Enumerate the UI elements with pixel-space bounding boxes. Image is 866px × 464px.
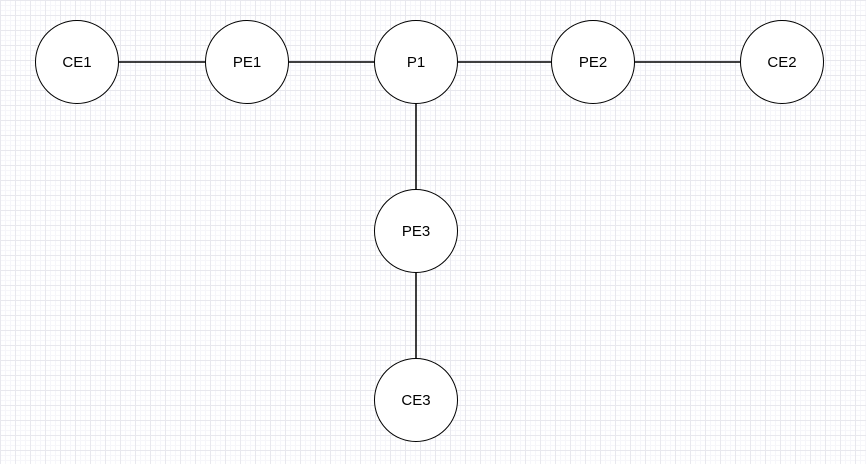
node-label-CE1: CE1 bbox=[62, 53, 92, 71]
node-CE2[interactable]: CE2 bbox=[740, 20, 824, 104]
node-label-CE3: CE3 bbox=[401, 391, 431, 409]
node-CE1[interactable]: CE1 bbox=[35, 20, 119, 104]
node-PE2[interactable]: PE2 bbox=[551, 20, 635, 104]
node-PE1[interactable]: PE1 bbox=[205, 20, 289, 104]
node-label-P1: P1 bbox=[406, 53, 426, 71]
node-P1[interactable]: P1 bbox=[374, 20, 458, 104]
node-label-PE2: PE2 bbox=[578, 53, 608, 71]
node-label-PE3: PE3 bbox=[401, 222, 431, 240]
node-label-CE2: CE2 bbox=[767, 53, 797, 71]
node-label-PE1: PE1 bbox=[232, 53, 262, 71]
node-PE3[interactable]: PE3 bbox=[374, 189, 458, 273]
node-CE3[interactable]: CE3 bbox=[374, 358, 458, 442]
